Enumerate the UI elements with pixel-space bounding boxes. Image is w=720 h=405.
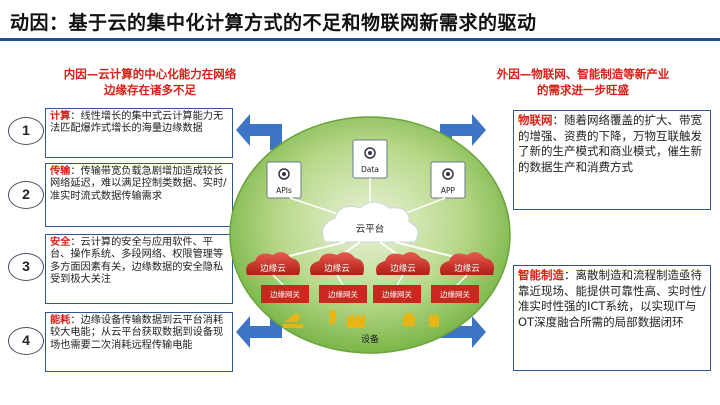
smart-manufacturing-term: 智能制造 [518,268,564,282]
edge-cloud-2: 边缘云 [310,252,364,275]
computing-issue-box: 计算：线性增长的集中式云计算能力无法匹配爆炸式增长的海量边缘数据 [45,108,233,158]
edge-gateway-1-label: 边缘网关 [270,289,300,299]
edge-cloud-1-shape [246,252,300,275]
internal-cause-heading-line-2: 边缘存在诸多不足 [104,83,196,97]
internal-cause-heading: 内因—云计算的中心化能力在网络 边缘存在诸多不足 [40,66,260,98]
edge-gateway-2-label: 边缘网关 [328,289,358,299]
security-text: ：云计算的安全与应用软件、平台、操作系统、多段网络、权限管理等多方面因素有关，边… [50,237,224,286]
data-label: Data [361,165,379,174]
edge-cloud-1: 边缘云 [246,252,300,275]
edge-gateway-1: 边缘网关 [261,285,309,303]
internal-cause-heading-line-1: 内因—云计算的中心化能力在网络 [63,67,237,81]
edge-gateway-1-shape [261,285,309,303]
apis-label: APIs [276,186,292,195]
edge-cloud-4-shape [440,252,494,275]
arrow-left-top [236,114,282,150]
edge-cloud-1-label: 边缘云 [260,263,286,274]
external-cause-heading: 外因—物联网、智能制造等新产业 的需求进一步旺盛 [468,66,698,98]
excavator-icon [283,313,303,328]
number-marker-1: 1 [8,117,44,145]
number-marker-3: 3 [8,253,44,281]
smart-manufacturing-demand-box: 智能制造：离散制造和流程制造亟待靠近现场、能提供可靠性高、实时性/准实时性强的I… [513,265,711,371]
edge-cloud-2-shape [310,252,364,275]
machine-icon [403,313,415,326]
iot-text: ：随着网络覆盖的扩大、带宽的增强、资费的下降，万物互联触发了新的生产模式和商业模… [518,113,702,174]
transmission-text: ：传输带宽负载急剧增加造成较长网络延迟，难以满足控制类数据、实时/准实时流式数据… [50,166,227,202]
mobile-device-icon [329,310,335,324]
energy-term: 能耗 [50,315,71,326]
transmission-issue-box: 传输：传输带宽负载急剧增加造成较长网络延迟，难以满足控制类数据、实时/准实时流式… [45,163,233,227]
device-icons [283,310,439,328]
edge-cloud-4: 边缘云 [440,252,494,275]
edge-gateway-2-shape [319,285,367,303]
edge-cloud-diagram: APIs Data APP 云平台 边缘云 边缘云 边缘云 边缘云 [229,116,511,354]
edge-gateway-4: 边缘网关 [431,285,479,303]
apis-node: APIs [266,161,302,199]
device-label: 设备 [361,333,379,345]
security-issue-box: 安全：云计算的安全与应用软件、平台、操作系统、多段网络、权限管理等多方面因素有关… [45,234,233,304]
energy-text: ：边缘设备传输数据到云平台消耗较大电能；从云平台获取数据到设备现场也需要二次消耗… [50,315,224,351]
page-title: 动因：基于云的集中化计算方式的不足和物联网新需求的驱动 [10,12,537,34]
security-term: 安全 [50,237,71,248]
app-icon [430,161,466,199]
edge-cloud-3-label: 边缘云 [390,263,416,274]
edge-cloud-3: 边缘云 [376,252,430,275]
edge-gateway-4-shape [431,285,479,303]
app-node: APP [430,161,466,199]
external-cause-heading-line-2: 的需求进一步旺盛 [537,83,629,97]
meter-icon [429,315,439,327]
cloud-platform-label: 云平台 [356,223,385,235]
smart-manufacturing-text: ：离散制造和流程制造亟待靠近现场、能提供可靠性高、实时性/准实时性强的ICT系统… [518,268,706,329]
edge-gateway-3-label: 边缘网关 [382,289,412,299]
edge-cloud-3-shape [376,252,430,275]
edge-cloud-4-label: 边缘云 [454,263,480,274]
app-label: APP [441,186,456,195]
edge-gateway-3: 边缘网关 [373,285,421,303]
external-cause-heading-line-1: 外因—物联网、智能制造等新产业 [496,67,670,81]
apis-icon [266,161,302,199]
edge-gateway-3-shape [373,285,421,303]
number-marker-4: 4 [8,327,44,355]
number-marker-2: 2 [8,181,44,209]
edge-cloud-2-label: 边缘云 [324,263,350,274]
iot-demand-box: 物联网：随着网络覆盖的扩大、带宽的增强、资费的下降，万物互联触发了新的生产模式和… [513,110,711,210]
computing-text: ：线性增长的集中式云计算能力无法匹配爆炸式增长的海量边缘数据 [50,111,224,135]
energy-issue-box: 能耗：边缘设备传输数据到云平台消耗较大电能；从云平台获取数据到设备现场也需要二次… [45,312,233,372]
cloud-platform-shape [322,201,419,243]
edge-gateway-2: 边缘网关 [319,285,367,303]
title-divider [0,38,720,41]
cloud-platform: 云平台 [322,201,419,243]
iot-term: 物联网 [518,113,553,127]
computing-term: 计算 [50,111,71,122]
transmission-term: 传输 [50,166,71,177]
edge-gateway-4-label: 边缘网关 [440,289,470,299]
factory-icon [347,314,365,328]
data-node: Data [352,139,388,179]
